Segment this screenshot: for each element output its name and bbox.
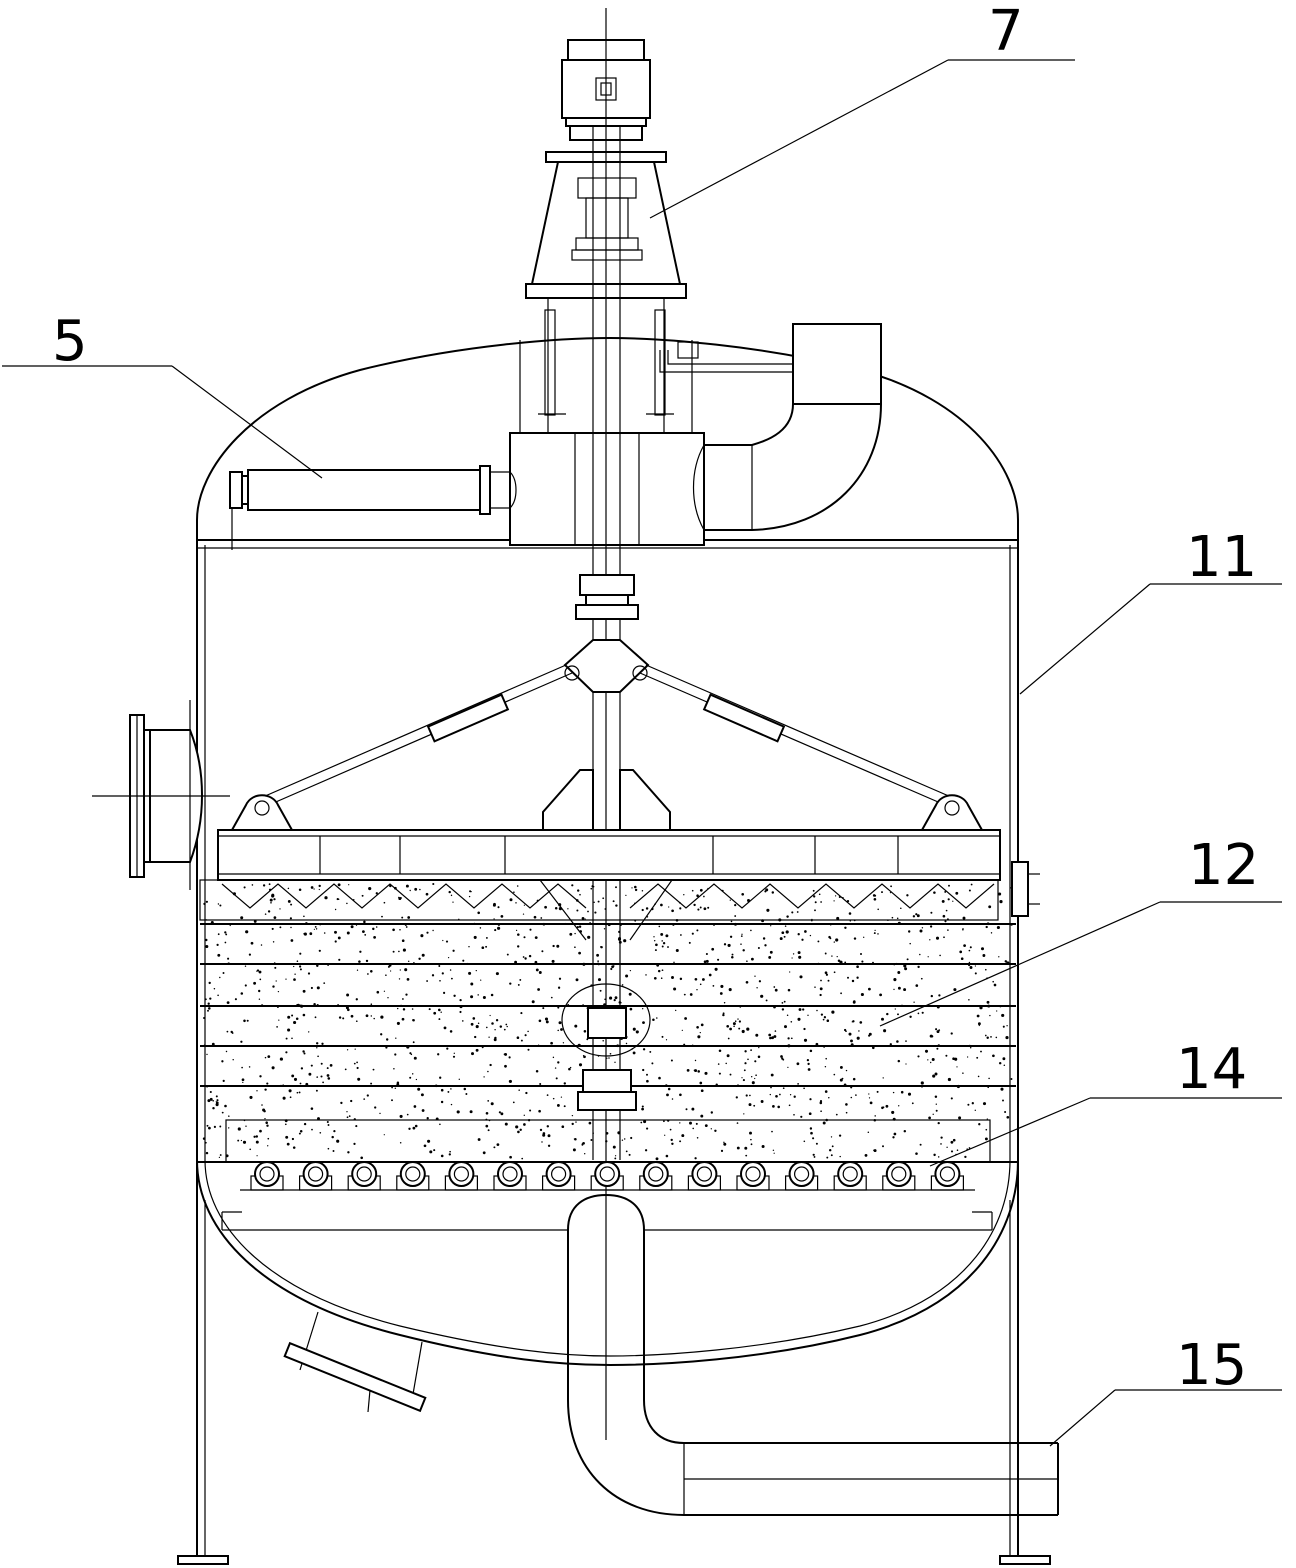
label-7: 7 [988,0,1024,64]
scraper-frame [217,639,1001,881]
label-12: 12 [1188,833,1259,898]
media-speckles [202,882,1013,1161]
drive-motor-assembly [509,39,836,546]
sight-glass [1011,861,1040,917]
label-15: 15 [1176,1333,1247,1398]
top-elbow-outlet [692,323,882,531]
underdrain [221,1211,993,1231]
label-5: 5 [52,309,88,374]
outlet-pipe [567,1193,1059,1516]
filter-media [199,879,1016,1163]
drain-valve [283,1311,427,1413]
leader-lines [2,59,1282,1447]
distribution-nozzles [197,1161,1018,1191]
vessel-shell [177,336,1051,1565]
side-manhole [92,700,230,890]
central-shaft [575,8,639,1440]
inlet-pipe [229,465,517,550]
label-14: 14 [1176,1037,1247,1102]
label-11: 11 [1186,525,1257,590]
